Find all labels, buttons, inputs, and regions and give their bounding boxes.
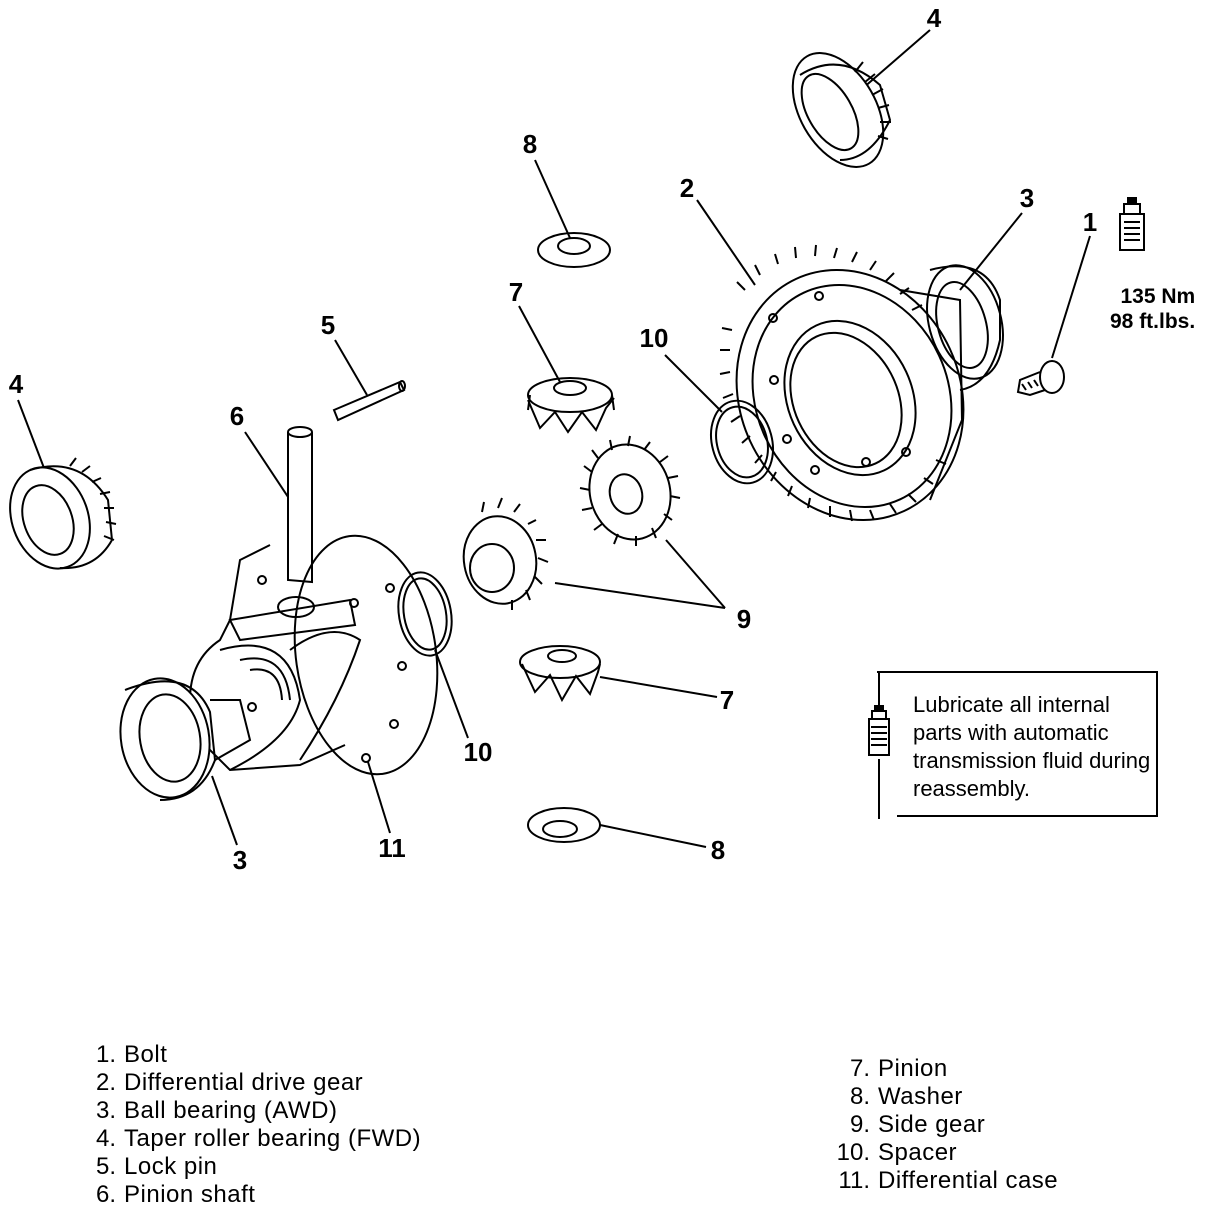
- legend-label: Pinion: [878, 1055, 948, 1082]
- legend-number: 4.: [95, 1125, 116, 1152]
- pinion-shaft: [287, 426, 313, 584]
- legend-label: Spacer: [878, 1139, 958, 1166]
- bolt: [1016, 360, 1065, 397]
- legend-label: Bolt: [124, 1041, 168, 1068]
- legend-item: 10. Spacer: [790, 1139, 1058, 1167]
- legend-number: 2.: [95, 1069, 116, 1096]
- legend-item: 7. Pinion: [790, 1055, 1058, 1083]
- legend-item: 3. Ball bearing (AWD): [60, 1097, 421, 1125]
- legend-number: 6.: [95, 1181, 116, 1208]
- lock-pin: [332, 380, 406, 422]
- callout-10-top: 10: [639, 323, 669, 353]
- callout-3-right: 3: [1019, 183, 1035, 213]
- callout-8-bottom: 8: [710, 835, 726, 865]
- spacer-bottom: [397, 571, 453, 657]
- torque-nm: 135 Nm: [1120, 285, 1196, 308]
- legend-number: 3.: [95, 1097, 116, 1124]
- washer-bottom: [527, 807, 601, 843]
- legend-label: Differential case: [878, 1167, 1059, 1194]
- washer-top: [537, 232, 611, 268]
- legend-item: 2. Differential drive gear: [60, 1069, 421, 1097]
- legend-item: 4. Taper roller bearing (FWD): [60, 1125, 421, 1153]
- lubrication-note-text: Lubricate all internal parts with automa…: [913, 692, 1151, 801]
- pinion-bottom: [519, 645, 601, 703]
- taper-bearing-left: [9, 457, 117, 570]
- ball-bearing-right: [926, 264, 1004, 391]
- differential-drive-gear: [719, 244, 965, 522]
- legend-number: 11.: [838, 1167, 870, 1194]
- ball-bearing-left: [119, 677, 252, 801]
- legend-number: 9.: [849, 1111, 870, 1138]
- legend-label: Ball bearing (AWD): [124, 1097, 338, 1124]
- legend-label: Lock pin: [124, 1153, 218, 1180]
- legend-right: 7.Pinion 8.Washer 9.Side gear 10.Spacer …: [790, 1055, 1058, 1195]
- torque-spec: 135 Nm 98 ft.lbs.: [1110, 284, 1195, 334]
- legend-item: 1. Bolt: [60, 1041, 421, 1069]
- differential-case: [188, 534, 439, 776]
- lubricant-bottle-icon: [1119, 197, 1145, 251]
- taper-bearing-top: [791, 52, 892, 168]
- side-gear-upper: [579, 435, 681, 546]
- torque-ftlbs: 98 ft.lbs.: [1110, 310, 1196, 333]
- spacer-top: [710, 399, 774, 485]
- legend-item: 9. Side gear: [790, 1111, 1058, 1139]
- legend-left: 1. Bolt 2. Differential drive gear 3. Ball …: [60, 1041, 421, 1209]
- legend-item: 11. Differential case: [790, 1167, 1058, 1195]
- legend-number: 5.: [95, 1153, 116, 1180]
- callout-11: 11: [378, 833, 406, 863]
- legend-label: Side gear: [878, 1111, 986, 1138]
- legend-number: 7.: [849, 1055, 870, 1082]
- callout-5: 5: [320, 310, 336, 340]
- lubricant-bottle-icon: [861, 673, 897, 819]
- callout-4-top: 4: [926, 3, 942, 33]
- legend-item: 8. Washer: [790, 1083, 1058, 1111]
- callout-3-left: 3: [232, 845, 248, 875]
- side-gear-lower: [462, 497, 549, 610]
- legend-item: 5. Lock pin: [60, 1153, 421, 1181]
- callout-2: 2: [679, 173, 695, 203]
- legend-label: Differential drive gear: [124, 1069, 364, 1096]
- leader-lines: [17, 29, 1091, 848]
- pinion-top: [527, 377, 615, 434]
- callout-8-top: 8: [522, 129, 538, 159]
- legend-label: Pinion shaft: [124, 1181, 256, 1208]
- callout-4-left: 4: [8, 369, 24, 399]
- callout-1: 1: [1082, 207, 1098, 237]
- legend-number: 1.: [95, 1041, 116, 1068]
- legend-label: Washer: [878, 1083, 963, 1110]
- legend-label: Taper roller bearing (FWD): [124, 1125, 422, 1152]
- callout-6: 6: [229, 401, 245, 431]
- legend-number: 8.: [849, 1083, 870, 1110]
- lubrication-note: Lubricate all internal parts with automa…: [861, 671, 1158, 819]
- callout-7-bottom: 7: [719, 685, 735, 715]
- legend-item: 6. Pinion shaft: [60, 1181, 421, 1209]
- callout-7-top: 7: [508, 277, 524, 307]
- callout-10-bottom: 10: [463, 737, 493, 767]
- callout-9: 9: [736, 604, 752, 634]
- legend-number: 10.: [836, 1139, 870, 1166]
